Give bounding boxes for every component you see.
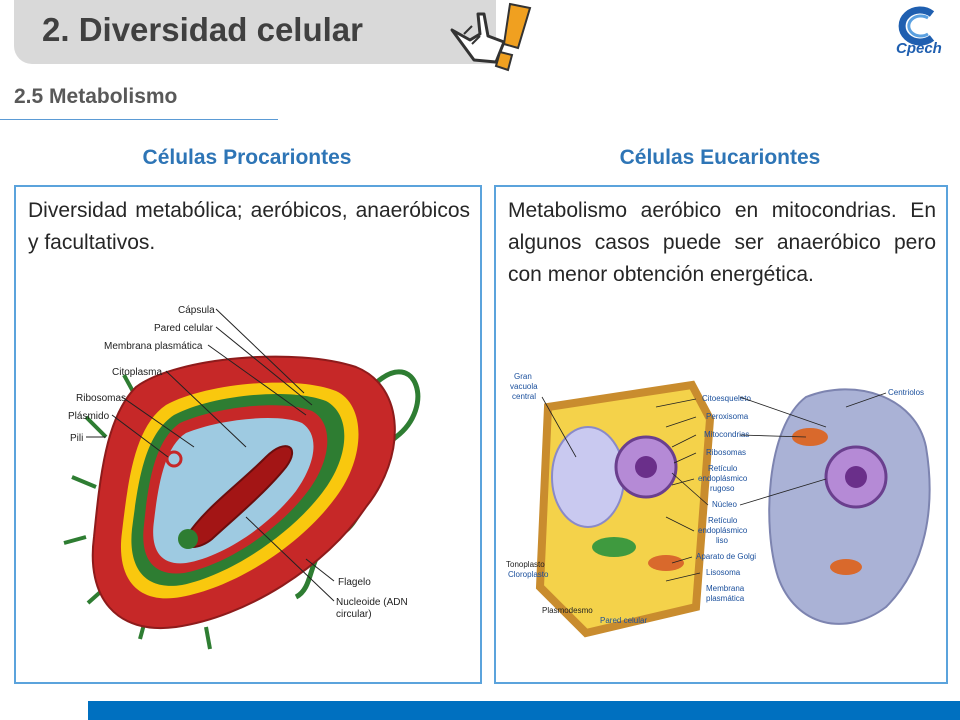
eukaryote-panel: Metabolismo aeróbico en mitocondrias. En… (494, 185, 948, 684)
prokaryote-text: Diversidad metabólica; aeróbicos, anaeró… (28, 199, 470, 254)
plant-nucleolus (635, 456, 657, 478)
heading-prokaryotes: Células Procariontes (142, 146, 352, 169)
label-nucleoide-1: Nucleoide (ADN (336, 597, 408, 608)
label-capsula: Cápsula (178, 305, 215, 316)
label-ribosomas-euk: Ribosomas (706, 448, 746, 457)
label-plasmido: Plásmido (68, 411, 110, 422)
ribosome-granule (178, 529, 198, 549)
label-cloroplasto: Cloroplasto (508, 570, 549, 579)
plant-mitochondrion (648, 555, 684, 571)
pointing-hand-icon (450, 2, 532, 72)
label-citoplasma: Citoplasma (112, 367, 162, 378)
bottom-bar (88, 701, 960, 720)
prokaryote-diagram: Cápsula Pared celular Membrana plasmátic… (63, 305, 421, 650)
label-rel-2: endoplásmico (698, 526, 748, 535)
eukaryote-text: Metabolismo aeróbico en mitocondrias. En… (508, 199, 936, 286)
eukaryote-labels: Gran vacuola central Citoesqueleto Perox… (506, 372, 924, 625)
label-ribosomas: Ribosomas (76, 393, 126, 404)
label-membrana-2: plasmática (706, 594, 745, 603)
label-centriolos: Centriolos (888, 388, 924, 397)
label-rer-2: endoplásmico (698, 474, 748, 483)
label-membrana-1: Membrana (706, 584, 745, 593)
plasmid (165, 450, 183, 468)
leader-lines (86, 308, 335, 602)
label-rer-3: rugoso (710, 484, 735, 493)
subtitle-underline (0, 119, 278, 120)
label-rer-1: Retículo (708, 464, 738, 473)
eukaryote-leader-lines (541, 392, 887, 582)
animal-nucleolus (845, 466, 867, 488)
label-golgi: Aparato de Golgi (696, 552, 756, 561)
animal-mitochondrion-2 (830, 559, 862, 575)
label-pared: Pared celular (154, 323, 214, 334)
label-mitocondrias: Mitocondrias (704, 430, 749, 439)
label-peroxisoma: Peroxisoma (706, 412, 749, 421)
label-gran-2: vacuola (510, 382, 538, 391)
page-title: 2. Diversidad celular (42, 11, 363, 48)
logo-text: Cpech (896, 40, 942, 57)
label-rel-1: Retículo (708, 516, 738, 525)
label-gran-3: central (512, 392, 536, 401)
eukaryote-diagram: Gran vacuola central Citoesqueleto Perox… (506, 372, 931, 638)
label-tonoplasto: Tonoplasto (506, 560, 545, 569)
label-flagelo: Flagelo (338, 577, 371, 588)
label-membrana: Membrana plasmática (104, 341, 203, 352)
heading-eukaryotes: Células Eucariontes (619, 146, 821, 169)
animal-mitochondrion (792, 428, 828, 446)
label-gran-1: Gran (514, 372, 532, 381)
section-subtitle: 2.5 Metabolismo (14, 85, 178, 108)
prokaryote-labels: Cápsula Pared celular Membrana plasmátic… (68, 305, 408, 620)
label-lisosoma: Lisosoma (706, 568, 741, 577)
title-bar (14, 0, 496, 64)
label-pili: Pili (70, 433, 83, 444)
label-citoesqueleto: Citoesqueleto (702, 394, 751, 403)
central-vacuole (551, 426, 625, 528)
label-nucleoide-2: circular) (336, 609, 372, 620)
label-nucleo: Núcleo (712, 500, 737, 509)
prokaryote-panel: Diversidad metabólica; aeróbicos, anaeró… (14, 185, 482, 684)
label-plasmodesmo: Plasmodesmo (542, 606, 593, 615)
label-rel-3: liso (716, 536, 729, 545)
nucleoid (184, 445, 293, 548)
cpech-logo-icon (898, 6, 935, 46)
chloroplast (592, 537, 636, 557)
label-pared-euk: Pared celular (600, 616, 647, 625)
